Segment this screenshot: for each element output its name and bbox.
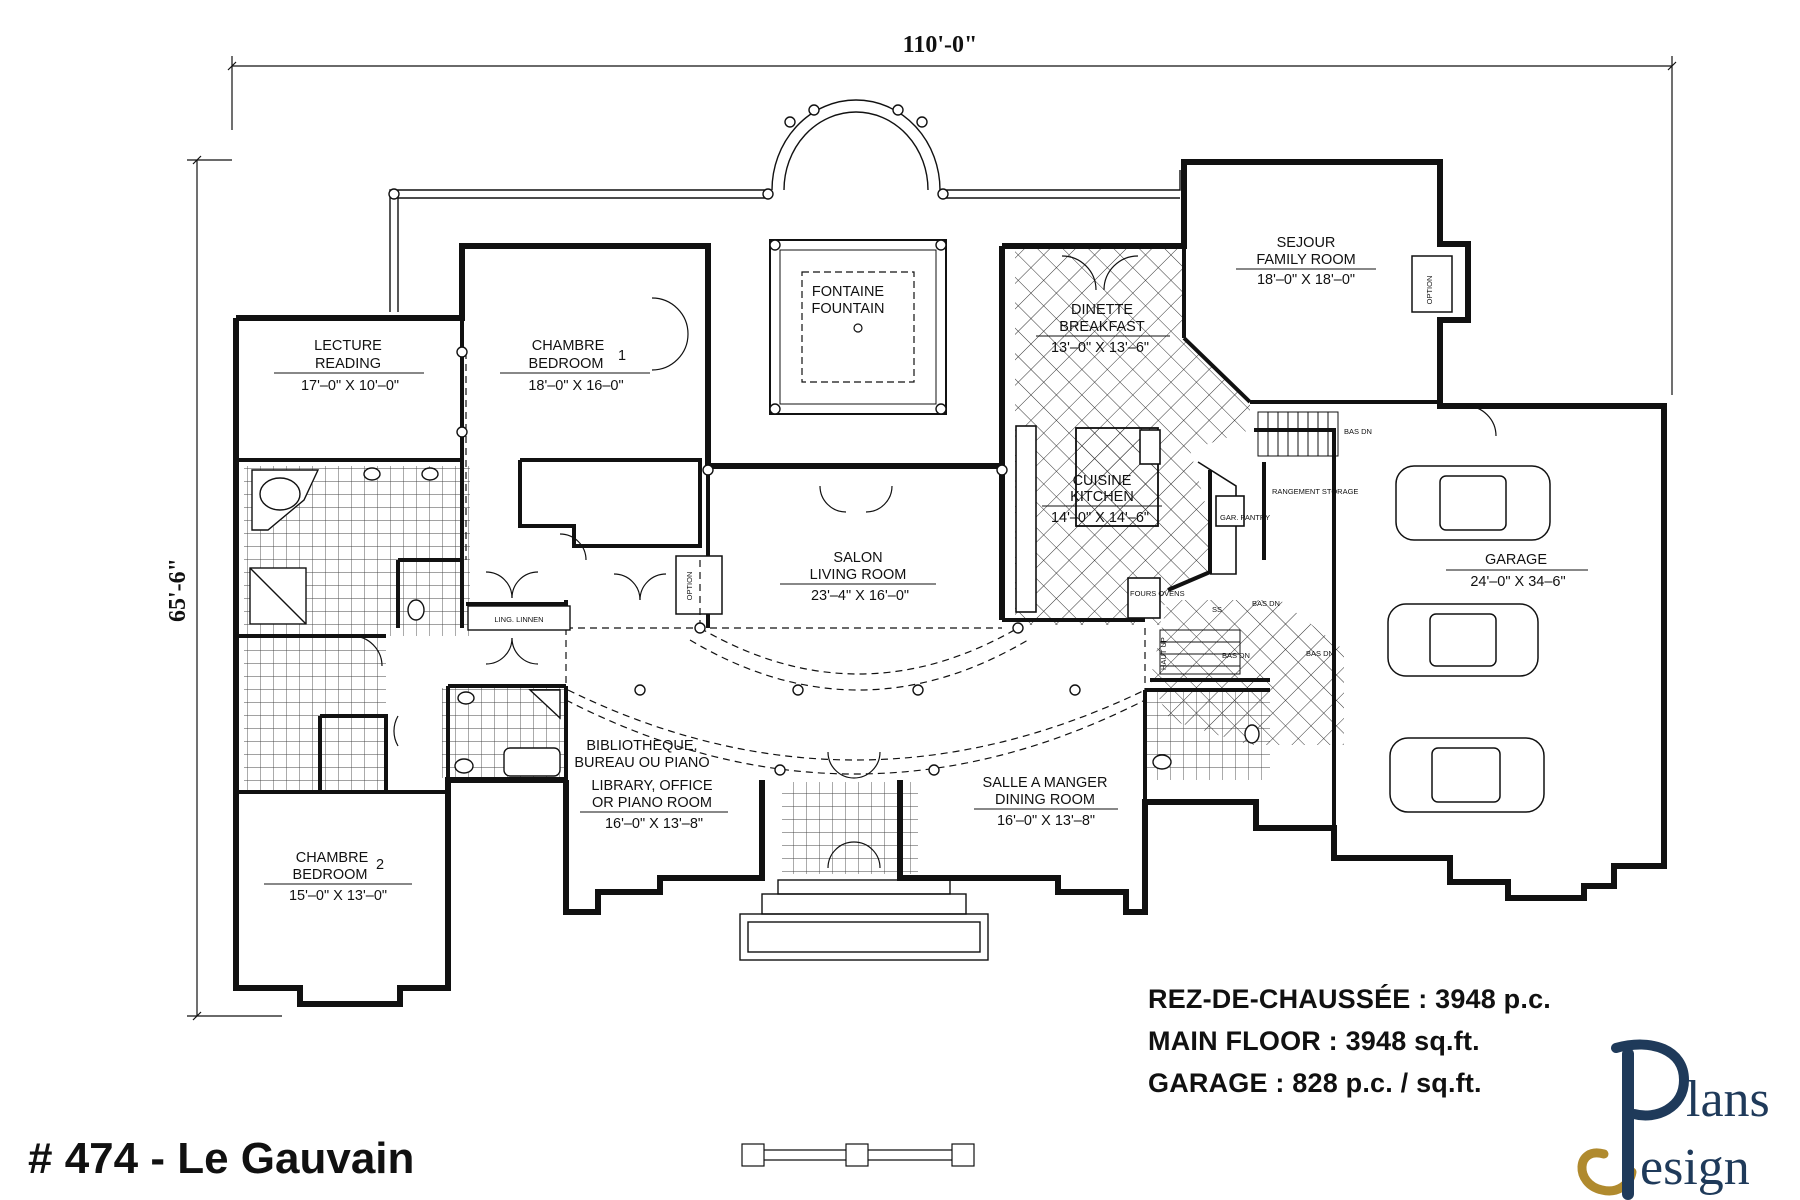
svg-text:CHAMBRE: CHAMBRE: [296, 850, 369, 866]
svg-text:CUISINE: CUISINE: [1073, 473, 1132, 489]
svg-text:LIVING ROOM: LIVING ROOM: [810, 567, 907, 583]
room-label-kitchen: CUISINE KITCHEN 14'–0" X 14'–6": [1042, 473, 1162, 526]
garage-area: GARAGE : 828 p.c. / sq.ft.: [1148, 1068, 1482, 1098]
svg-text:16'–0" X 13'–8": 16'–0" X 13'–8": [997, 813, 1095, 829]
svg-text:SALLE A MANGER: SALLE A MANGER: [983, 775, 1108, 791]
svg-text:14'–0" X 14'–6": 14'–0" X 14'–6": [1051, 510, 1149, 526]
depth-dimension-label: 65'-6": [165, 558, 191, 622]
svg-text:17'–0" X 10'–0": 17'–0" X 10'–0": [301, 378, 399, 394]
interior-walls: [236, 246, 1440, 828]
svg-text:SALON: SALON: [833, 550, 882, 566]
pantry-label: GAR. PANTRY: [1220, 513, 1270, 522]
svg-text:LIBRARY, OFFICE: LIBRARY, OFFICE: [591, 778, 712, 794]
room-label-living-room: SALON LIVING ROOM 23'–4" X 16'–0": [780, 550, 936, 604]
gallery-arches: [465, 352, 1146, 775]
svg-text:GARAGE: GARAGE: [1485, 552, 1547, 568]
svg-text:FOUNTAIN: FOUNTAIN: [811, 301, 884, 317]
room-label-fountain: FONTAINE FOUNTAIN: [811, 284, 884, 317]
svg-text:BEDROOM: BEDROOM: [529, 356, 604, 372]
option-label: OPTION: [1425, 276, 1434, 305]
ovens-label: FOURS OVENS: [1130, 589, 1185, 598]
svg-text:CHAMBRE: CHAMBRE: [532, 338, 605, 354]
svg-text:BREAKFAST: BREAKFAST: [1059, 319, 1145, 335]
width-dimension-label: 110'-0": [903, 32, 978, 58]
doors: [351, 255, 1497, 869]
svg-text:2: 2: [376, 857, 384, 873]
logo-text-plans: lans: [1686, 1071, 1770, 1128]
fireplace-icon: [675, 255, 1453, 615]
svg-text:LING. LINNEN: LING. LINNEN: [494, 615, 543, 624]
stair-down-label: BAS DN: [1344, 427, 1372, 436]
svg-text:16'–0" X 13'–8": 16'–0" X 13'–8": [605, 816, 703, 832]
room-label-bedroom-2: CHAMBRE BEDROOM 2 15'–0" X 13'–0": [264, 850, 412, 904]
stairs: [1159, 411, 1339, 675]
svg-text:LECTURE: LECTURE: [314, 338, 382, 354]
storage-label: RANGEMENT STORAGE: [1272, 487, 1358, 496]
width-dimension-line: [227, 56, 1677, 395]
svg-text:23'–4" X 16'–0": 23'–4" X 16'–0": [811, 588, 909, 604]
svg-text:24'–0" X 34–6": 24'–0" X 34–6": [1470, 574, 1565, 590]
bath-fixtures: [249, 467, 1260, 777]
svg-text:KITCHEN: KITCHEN: [1070, 489, 1134, 505]
stair-down-label: BAS DN: [1306, 649, 1334, 658]
svg-text:1: 1: [618, 348, 626, 364]
room-label-family-room: SEJOUR FAMILY ROOM 18'–0" X 18'–0": [1236, 235, 1376, 288]
terrace-columns: [388, 104, 949, 200]
car-icon: [1389, 737, 1545, 813]
room-label-dining-room: SALLE A MANGER DINING ROOM 16'–0" X 13'–…: [974, 775, 1118, 829]
garage-cars: [1387, 465, 1551, 813]
fountain-courtyard: [769, 239, 947, 415]
linen-closet: LING. LINNEN: [467, 605, 571, 631]
scale-bar: [741, 1143, 975, 1167]
room-label-bedroom-1: CHAMBRE BEDROOM 1 18'–0" X 16–0": [500, 338, 650, 394]
gallery-columns: [456, 346, 1081, 776]
svg-text:BEDROOM: BEDROOM: [293, 867, 368, 883]
svg-text:DINETTE: DINETTE: [1071, 302, 1133, 318]
option-label: OPTION: [685, 572, 694, 601]
main-floor-area-en: MAIN FLOOR : 3948 sq.ft.: [1148, 1026, 1480, 1056]
kitchen-cabinetry: [1015, 425, 1245, 619]
svg-text:SEJOUR: SEJOUR: [1277, 235, 1336, 251]
main-floor-area-fr: REZ-DE-CHAUSSÉE : 3948 p.c.: [1148, 984, 1551, 1014]
car-icon: [1387, 603, 1539, 677]
svg-text:18'–0" X 16–0": 18'–0" X 16–0": [528, 378, 623, 394]
svg-text:BUREAU OU PIANO: BUREAU OU PIANO: [574, 755, 709, 771]
front-steps: [739, 879, 989, 961]
room-label-library: BIBLIOTHEQUE, BUREAU OU PIANO LIBRARY, O…: [574, 738, 728, 832]
svg-text:15'–0" X 13'–0": 15'–0" X 13'–0": [289, 888, 387, 904]
svg-text:DINING ROOM: DINING ROOM: [995, 792, 1095, 808]
plans-design-logo: lans esign: [1577, 1039, 1770, 1200]
svg-text:18'–0" X 18'–0": 18'–0" X 18'–0": [1257, 272, 1355, 288]
room-label-breakfast: DINETTE BREAKFAST 13'–0" X 13'–6": [1036, 302, 1170, 356]
stair-up-label: HAUT UP: [1159, 637, 1168, 670]
stair-down-label: BAS DN: [1222, 651, 1250, 660]
stair-down-label: BAS DN: [1252, 599, 1280, 608]
depth-dimension-line: [187, 155, 282, 1021]
ss-label: SS: [1212, 605, 1222, 614]
svg-text:BIBLIOTHEQUE,: BIBLIOTHEQUE,: [586, 738, 697, 754]
room-label-reading: LECTURE READING 17'–0" X 10'–0": [274, 338, 424, 394]
svg-text:FONTAINE: FONTAINE: [812, 284, 885, 300]
plan-title: # 474 - Le Gauvain: [28, 1134, 415, 1183]
svg-text:FAMILY ROOM: FAMILY ROOM: [1256, 252, 1355, 268]
svg-text:OR PIANO ROOM: OR PIANO ROOM: [592, 795, 712, 811]
car-icon: [1395, 465, 1551, 541]
rear-terrace: [389, 99, 1181, 312]
logo-text-design: esign: [1640, 1139, 1750, 1196]
svg-text:READING: READING: [315, 356, 381, 372]
svg-text:13'–0" X 13'–6": 13'–0" X 13'–6": [1051, 340, 1149, 356]
room-label-garage: GARAGE 24'–0" X 34–6": [1446, 552, 1588, 590]
